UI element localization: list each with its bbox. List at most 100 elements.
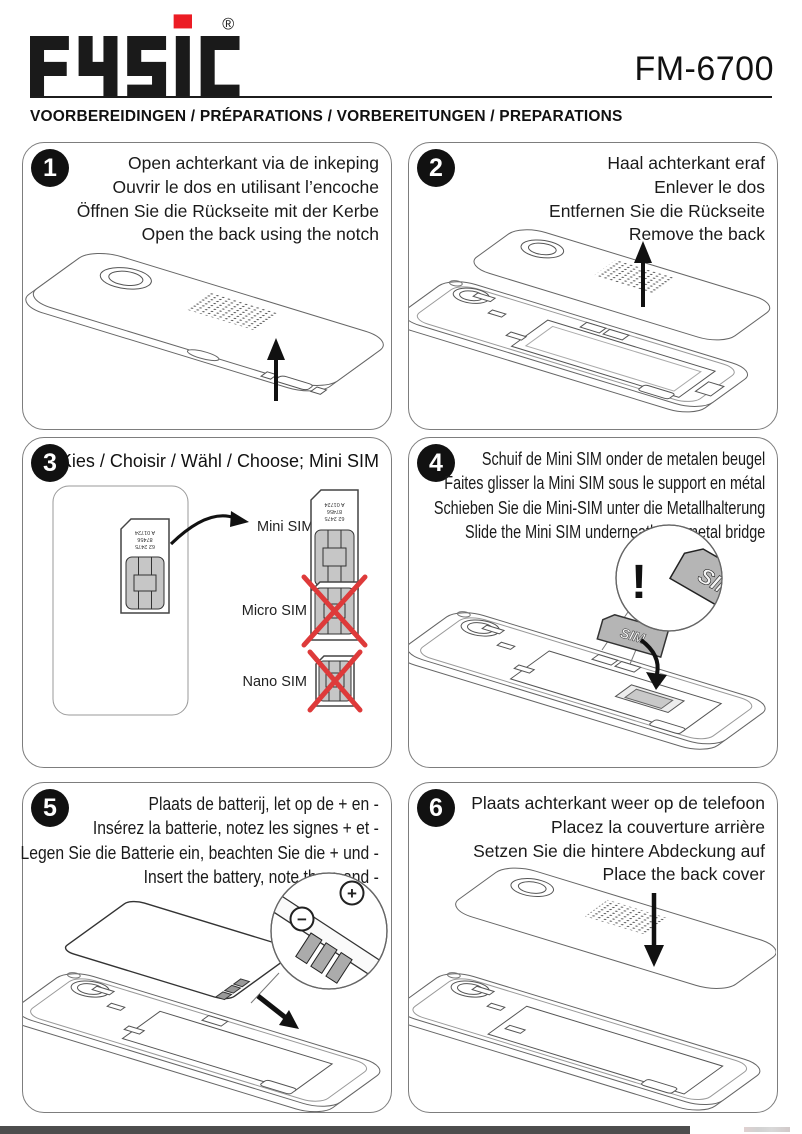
minus-terminal: −: [289, 906, 315, 932]
panel-step-6: 6 Plaats achterkant weer op de telefoon …: [408, 782, 778, 1113]
sim-text: SIM: [618, 624, 647, 646]
camera-lens: [504, 875, 561, 900]
battery-contacts-magnified: [295, 932, 353, 984]
sim-print-line: 87456: [327, 508, 342, 514]
instruction-line-fr: Faites glisser la Mini SIM sous le suppo…: [444, 473, 765, 494]
curved-arrow-icon: [169, 511, 249, 546]
sim-print-line: 62 2475: [135, 543, 155, 549]
logo-letter-c: [200, 36, 240, 96]
registered-mark: ®: [222, 16, 234, 34]
sim-print-line: A 01724: [135, 529, 155, 535]
sim-contacts: [125, 556, 165, 610]
model-number: FM-6700: [634, 50, 774, 88]
camera-lens: [514, 236, 571, 261]
magnifier-circle: − +: [270, 872, 388, 990]
mini-sim-card: 62 2475 87456 A 01724: [310, 489, 359, 591]
panel-step-3: 3 Kies / Choisir / Wähl / Choose; Mini S…: [22, 437, 392, 768]
speaker-grille: [594, 259, 676, 294]
instruction-line-fr: Enlever le dos: [654, 176, 765, 197]
insert-sim-illustration: SIM SIM !: [409, 524, 776, 767]
thumb-notch: [184, 348, 222, 363]
connector-details: [438, 622, 732, 734]
sim-card-illustration: 62 2475 87456 A 01724 Mini SIM: [52, 485, 368, 716]
magnifier-circle: SIM !: [615, 524, 723, 632]
logo-letter-y: [78, 36, 118, 96]
step-badge-3: 3: [31, 444, 69, 482]
battery-bay: [512, 320, 715, 397]
phone-body: [23, 969, 389, 1112]
step-badge-1: 1: [31, 149, 69, 187]
insert-battery-illustration: − +: [23, 872, 389, 1112]
step-badge-2: 2: [417, 149, 455, 187]
instruction-line-nl: Schuif de Mini SIM onder de metalen beug…: [481, 449, 765, 469]
instruction-line-fr: Insérez la batterie, notez les signes + …: [93, 818, 380, 839]
battery: [60, 899, 298, 1001]
remove-back-illustration: [409, 219, 776, 429]
instruction-lines: Haal achterkant eraf Enlever le dos Entf…: [549, 152, 765, 247]
step-badge-4: 4: [417, 444, 455, 482]
footer-cropped-text: [744, 1127, 790, 1132]
phone-back-illustration: [23, 238, 390, 401]
instruction-line-en: Place the back cover: [602, 864, 765, 885]
instruction-line-de: Entfernen Sie die Rückseite: [549, 200, 765, 221]
arrow-down-icon: [644, 893, 664, 967]
speaker-grille: [585, 899, 667, 935]
instruction-line-fr: Placez la couverture arrière: [551, 816, 765, 837]
sim-contacts: [314, 529, 355, 587]
warning-mark: !: [631, 556, 647, 609]
battery-bay: [122, 1011, 332, 1091]
instruction-line-de: Legen Sie die Batterie ein, beachten Sie…: [20, 842, 379, 863]
battery-installed: [488, 1006, 723, 1094]
logo-letter-f: [30, 36, 69, 96]
logo-letter-i: [175, 36, 190, 96]
speaker-grille: [185, 291, 279, 331]
panel-step-5: 5 Plaats de batterij, let op de + en - I…: [20, 782, 392, 1113]
header-divider: [30, 96, 772, 99]
mini-sim-label: Mini SIM: [257, 519, 313, 535]
logo-letter-s: [127, 36, 167, 96]
mini-sim-card: 62 2475 87456 A 01724: [120, 518, 170, 614]
plus-terminal: +: [339, 880, 365, 906]
panel-step-1: 1 Open achterkant via de inkeping Ouvrir…: [22, 142, 392, 430]
nano-sim-card: [307, 649, 363, 713]
arrow-up-icon: [267, 338, 285, 401]
nano-sim-label: Nano SIM: [243, 674, 307, 690]
instruction-lines: Open achterkant via de inkeping Ouvrir l…: [77, 152, 379, 247]
instruction-line-en: Open the back using the notch: [141, 224, 379, 245]
phone-back-cover: [465, 225, 776, 345]
instruction-line-de: Setzen Sie die hintere Abdeckung auf: [473, 840, 765, 861]
red-cross-icon: [307, 649, 363, 713]
micro-sim-label: Micro SIM: [242, 603, 307, 619]
sim-print-line: 87456: [137, 536, 152, 542]
sim-print-line: A 01724: [324, 501, 344, 507]
instruction-line-en: Remove the back: [628, 224, 765, 245]
section-title: VOORBEREIDINGEN / PRÉPARATIONS / VORBERE…: [30, 108, 623, 125]
connector-details: [49, 983, 343, 1095]
instruction-line-de: Öffnen Sie die Rückseite mit der Kerbe: [76, 200, 379, 221]
fysic-logo: ®: [30, 14, 240, 96]
instruction-line-nl: Open achterkant via de inkeping: [128, 153, 379, 173]
red-cross-icon: [301, 574, 368, 648]
place-cover-illustration: [409, 859, 776, 1112]
sim-choice-title: Kies / Choisir / Wähl / Choose; Mini SIM: [59, 451, 379, 471]
phone-back-cover: [446, 863, 776, 994]
step-badge-6: 6: [417, 789, 455, 827]
instruction-line-nl: Plaats de batterij, let op de + en -: [148, 794, 379, 814]
phone-body: [409, 277, 757, 417]
panel-step-4: 4 Schuif de Mini SIM onder de metalen be…: [408, 437, 778, 768]
micro-sim-card: [301, 574, 368, 648]
instruction-line-nl: Plaats achterkant weer op de telefoon: [471, 793, 765, 813]
connector-details: [430, 986, 718, 1094]
panel-step-2: 2 Haal achterkant eraf Enlever le dos En…: [408, 142, 778, 430]
curved-arrow-down-icon: [639, 638, 667, 690]
camera-lens: [92, 263, 160, 293]
connector-details: [431, 290, 746, 407]
minus-symbol: −: [297, 910, 307, 929]
sim-print-line: 62 2475: [325, 515, 345, 521]
step-badge-5: 5: [31, 789, 69, 827]
instruction-line-nl: Haal achterkant eraf: [607, 153, 765, 173]
arrow-down-right-icon: [256, 994, 299, 1029]
arrow-up-icon: [634, 241, 652, 307]
instruction-line-de: Schieben Sie die Mini-SIM unter die Meta…: [433, 497, 765, 518]
